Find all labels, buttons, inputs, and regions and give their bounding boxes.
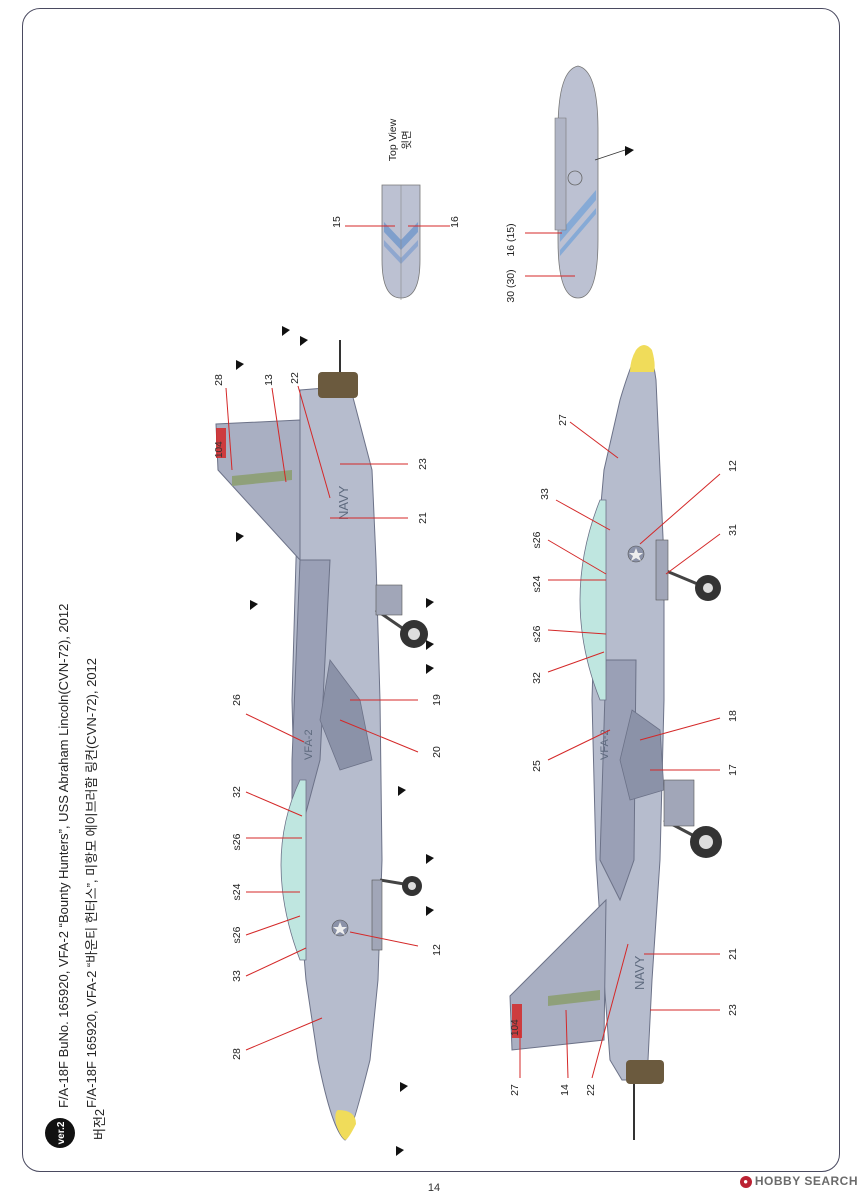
radome: [335, 1110, 356, 1140]
callout: s24: [231, 883, 243, 900]
page-number: 14: [427, 1182, 441, 1194]
header-block: ver.2 버전2 F/A-18F BuNo. 165920, VFA-2 “B…: [45, 604, 107, 1148]
page-frame: [22, 8, 840, 1172]
exhaust: [626, 1060, 664, 1084]
squadron-marking: VFA-2: [599, 729, 611, 760]
callout: 17: [727, 764, 739, 776]
canopy: [280, 779, 307, 961]
callout-16: 16: [449, 216, 461, 228]
tail-number: 104: [510, 1019, 521, 1036]
top-view-label: Top View: [387, 118, 399, 161]
callout: 12: [727, 460, 739, 472]
top-view-label-korean: 윗면: [401, 130, 413, 149]
callout-16-15: 16 (15): [505, 223, 517, 256]
navy-marking: NAVY: [632, 955, 647, 990]
canopy: [579, 499, 607, 701]
exhaust: [318, 372, 358, 398]
watermark-text: HOBBY SEARCH: [754, 1174, 858, 1188]
drop-tank: 16 (15) 30 (30): [505, 65, 634, 303]
callout: 20: [431, 746, 443, 758]
stencil-arrow-icon: [625, 146, 634, 156]
callout: 27: [557, 414, 569, 426]
vertical-tail: [509, 898, 607, 1051]
title-korean: F/A-18F 165920, VFA-2 “바운티 헌터스”, 미항모 에이브…: [84, 658, 99, 1108]
callout: 25: [531, 760, 543, 772]
callout: 33: [231, 970, 243, 982]
navy-marking: NAVY: [336, 485, 351, 520]
callout: 33: [539, 488, 551, 500]
top-view-nose: 15 16 Top View 윗면: [331, 118, 461, 300]
leader-lines-2: [519, 421, 721, 1079]
radome: [630, 345, 655, 372]
wing: [599, 659, 637, 902]
squadron-marking: VFA-2: [303, 729, 315, 760]
callout: 21: [727, 948, 739, 960]
callout: 14: [559, 1084, 571, 1096]
callout: 28: [231, 1048, 243, 1060]
callout: 27: [509, 1084, 521, 1096]
callout: 13: [263, 374, 275, 386]
callout: s26: [231, 833, 243, 850]
callout: 32: [231, 786, 243, 798]
callout: s26: [531, 531, 543, 548]
leader-lines-1: [225, 385, 419, 1051]
version-badge: [45, 1118, 75, 1148]
callout: 23: [417, 458, 429, 470]
version-korean: 버전2: [92, 1109, 107, 1140]
callout: 28: [213, 374, 225, 386]
callout-30-30: 30 (30): [505, 269, 517, 302]
stencil-markers-1: [236, 326, 434, 1156]
callout-15: 15: [331, 216, 343, 228]
callout: s24: [531, 575, 543, 592]
callout: 26: [231, 694, 243, 706]
callout: 31: [727, 524, 739, 536]
callout: 19: [431, 694, 443, 706]
watermark: ●HOBBY SEARCH: [739, 1174, 858, 1188]
main-landing-gear: [375, 584, 428, 648]
nose-landing-gear: [655, 539, 721, 601]
callout: s26: [231, 926, 243, 943]
watermark-logo-icon: ●: [739, 1175, 752, 1188]
vertical-tail: [215, 419, 301, 562]
main-landing-gear: [663, 779, 722, 858]
callout: 23: [727, 1004, 739, 1016]
aircraft-side-view-1: 104 NAVY VFA-2: [213, 326, 443, 1156]
aircraft-side-view-2: 104 NAVY VFA-2: [509, 345, 739, 1140]
callout: 32: [531, 672, 543, 684]
callout: 21: [417, 512, 429, 524]
callout: s26: [531, 625, 543, 642]
version-badge-text: ver.2: [56, 1121, 67, 1144]
callout: 18: [727, 710, 739, 722]
tail-number: 104: [214, 441, 225, 458]
callout: 22: [585, 1084, 597, 1096]
nose-landing-gear: [371, 876, 422, 951]
title-english: F/A-18F BuNo. 165920, VFA-2 “Bounty Hunt…: [56, 604, 71, 1108]
callout: 12: [431, 944, 443, 956]
callout: 22: [289, 372, 301, 384]
